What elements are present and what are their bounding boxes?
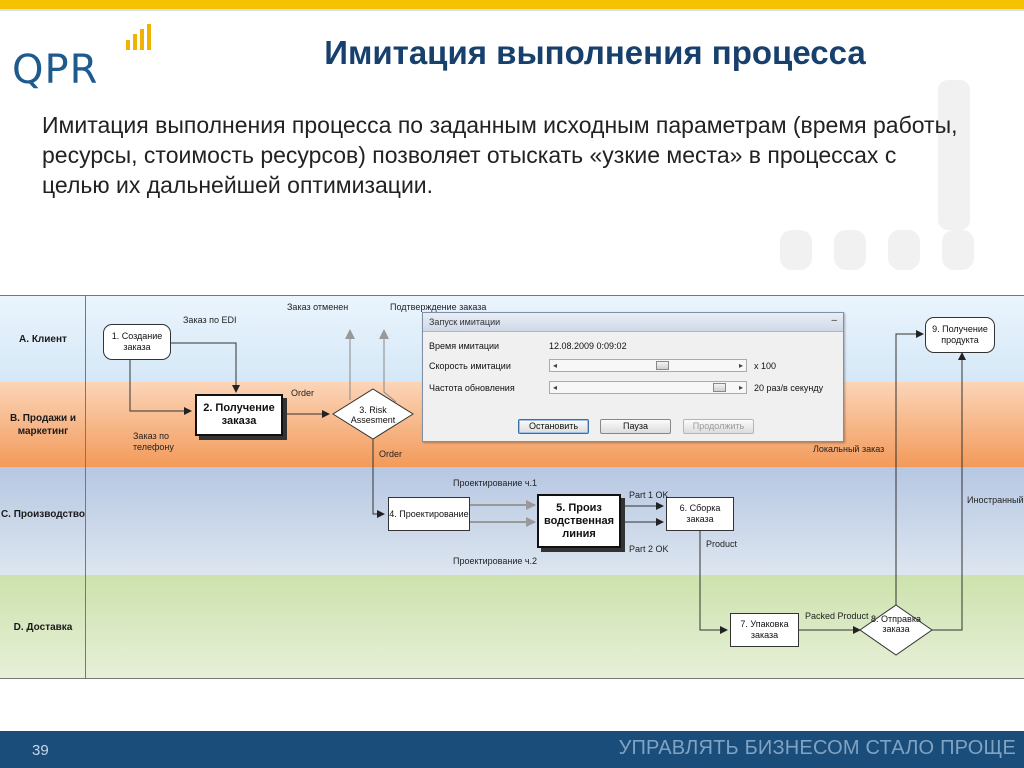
- slider-left-arrow-icon[interactable]: ◂: [553, 361, 558, 370]
- slider-thumb[interactable]: [713, 383, 726, 392]
- label-product: Product: [706, 539, 738, 549]
- qpr-logo: QPR: [12, 24, 162, 90]
- refresh-rate-label: Частота обновления: [429, 383, 515, 393]
- logo-bars-icon: [126, 24, 151, 50]
- page-title: Имитация выполнения процесса: [324, 34, 866, 71]
- slider-thumb[interactable]: [656, 361, 669, 370]
- label-local-order: Локальный заказ: [813, 444, 885, 454]
- label-phone-order: Заказ по телефону: [133, 431, 174, 452]
- label-order-2: Order: [379, 449, 403, 459]
- dialog-titlebar[interactable]: Запуск имитации –: [423, 313, 843, 332]
- minimize-icon[interactable]: –: [831, 315, 837, 326]
- stop-button[interactable]: Остановить: [518, 419, 589, 434]
- refresh-rate-value: 20 раз/в секунду: [754, 383, 824, 393]
- node-create-order[interactable]: 1. Создание заказа: [103, 324, 171, 360]
- label-design-part2: Проектирование ч.2: [453, 556, 538, 566]
- watermark-graphic: [780, 80, 974, 270]
- slider-right-arrow-icon[interactable]: ▸: [738, 383, 743, 392]
- label-part1-ok: Part 1 OK: [629, 490, 669, 500]
- lane-header-divider: [85, 295, 86, 679]
- dialog-title: Запуск имитации: [429, 317, 501, 327]
- node-receive-product[interactable]: 9. Получение продукта: [925, 317, 995, 353]
- top-accent-bar: [0, 0, 1024, 9]
- resume-button[interactable]: Продолжить: [683, 419, 754, 434]
- label-packed-product: Packed Product: [805, 611, 869, 621]
- lane-label-sales: B. Продажи и маркетинг: [9, 413, 77, 437]
- top-divider: [0, 9, 1024, 11]
- node-production-line[interactable]: 5. Произ водственная линия: [537, 494, 621, 548]
- footer-bar: [0, 731, 1024, 768]
- label-edi-order: Заказ по EDI: [183, 315, 237, 325]
- refresh-rate-slider[interactable]: ◂ ▸: [549, 381, 747, 394]
- sim-time-label: Время имитации: [429, 341, 500, 351]
- node-ship-order[interactable]: 8. Отправка заказа: [871, 614, 921, 634]
- label-order-cancelled: Заказ отменен: [287, 302, 349, 312]
- sim-speed-value: x 100: [754, 361, 777, 371]
- footer-slogan: УПРАВЛЯТЬ БИЗНЕСОМ СТАЛО ПРОЩЕ: [618, 737, 1016, 759]
- node-receive-order[interactable]: 2. Получение заказа: [195, 394, 283, 436]
- sim-speed-slider[interactable]: ◂ ▸: [549, 359, 747, 372]
- node-assemble-order[interactable]: 6. Сборка заказа: [666, 497, 734, 531]
- lane-label-client: A. Клиент: [19, 334, 67, 345]
- label-foreign-order: Иностранный: [967, 495, 1024, 505]
- lane-label-production: C. Производство: [0, 509, 86, 520]
- slider-left-arrow-icon[interactable]: ◂: [553, 383, 558, 392]
- node-pack-order[interactable]: 7. Упаковка заказа: [730, 613, 799, 647]
- label-order-confirmation: Подтверждение заказа: [390, 302, 487, 312]
- lane-label-delivery: D. Доставка: [13, 622, 73, 633]
- label-design-part1: Проектирование ч.1: [453, 478, 538, 488]
- sim-speed-label: Скорость имитации: [429, 361, 511, 371]
- simulation-dialog: Запуск имитации – Время имитации 12.08.2…: [422, 312, 844, 442]
- logo-text: QPR: [12, 47, 99, 93]
- node-design[interactable]: 4. Проектирование: [388, 497, 470, 531]
- slider-right-arrow-icon[interactable]: ▸: [738, 361, 743, 370]
- label-order-1: Order: [291, 388, 315, 398]
- sim-time-value: 12.08.2009 0:09:02: [549, 341, 627, 351]
- page-number: 39: [32, 742, 49, 759]
- node-risk-assessment[interactable]: 3. Risk Assesment: [350, 405, 396, 425]
- label-part2-ok: Part 2 OK: [629, 544, 669, 554]
- intro-paragraph: Имитация выполнения процесса по заданным…: [42, 112, 958, 198]
- pause-button[interactable]: Пауза: [600, 419, 671, 434]
